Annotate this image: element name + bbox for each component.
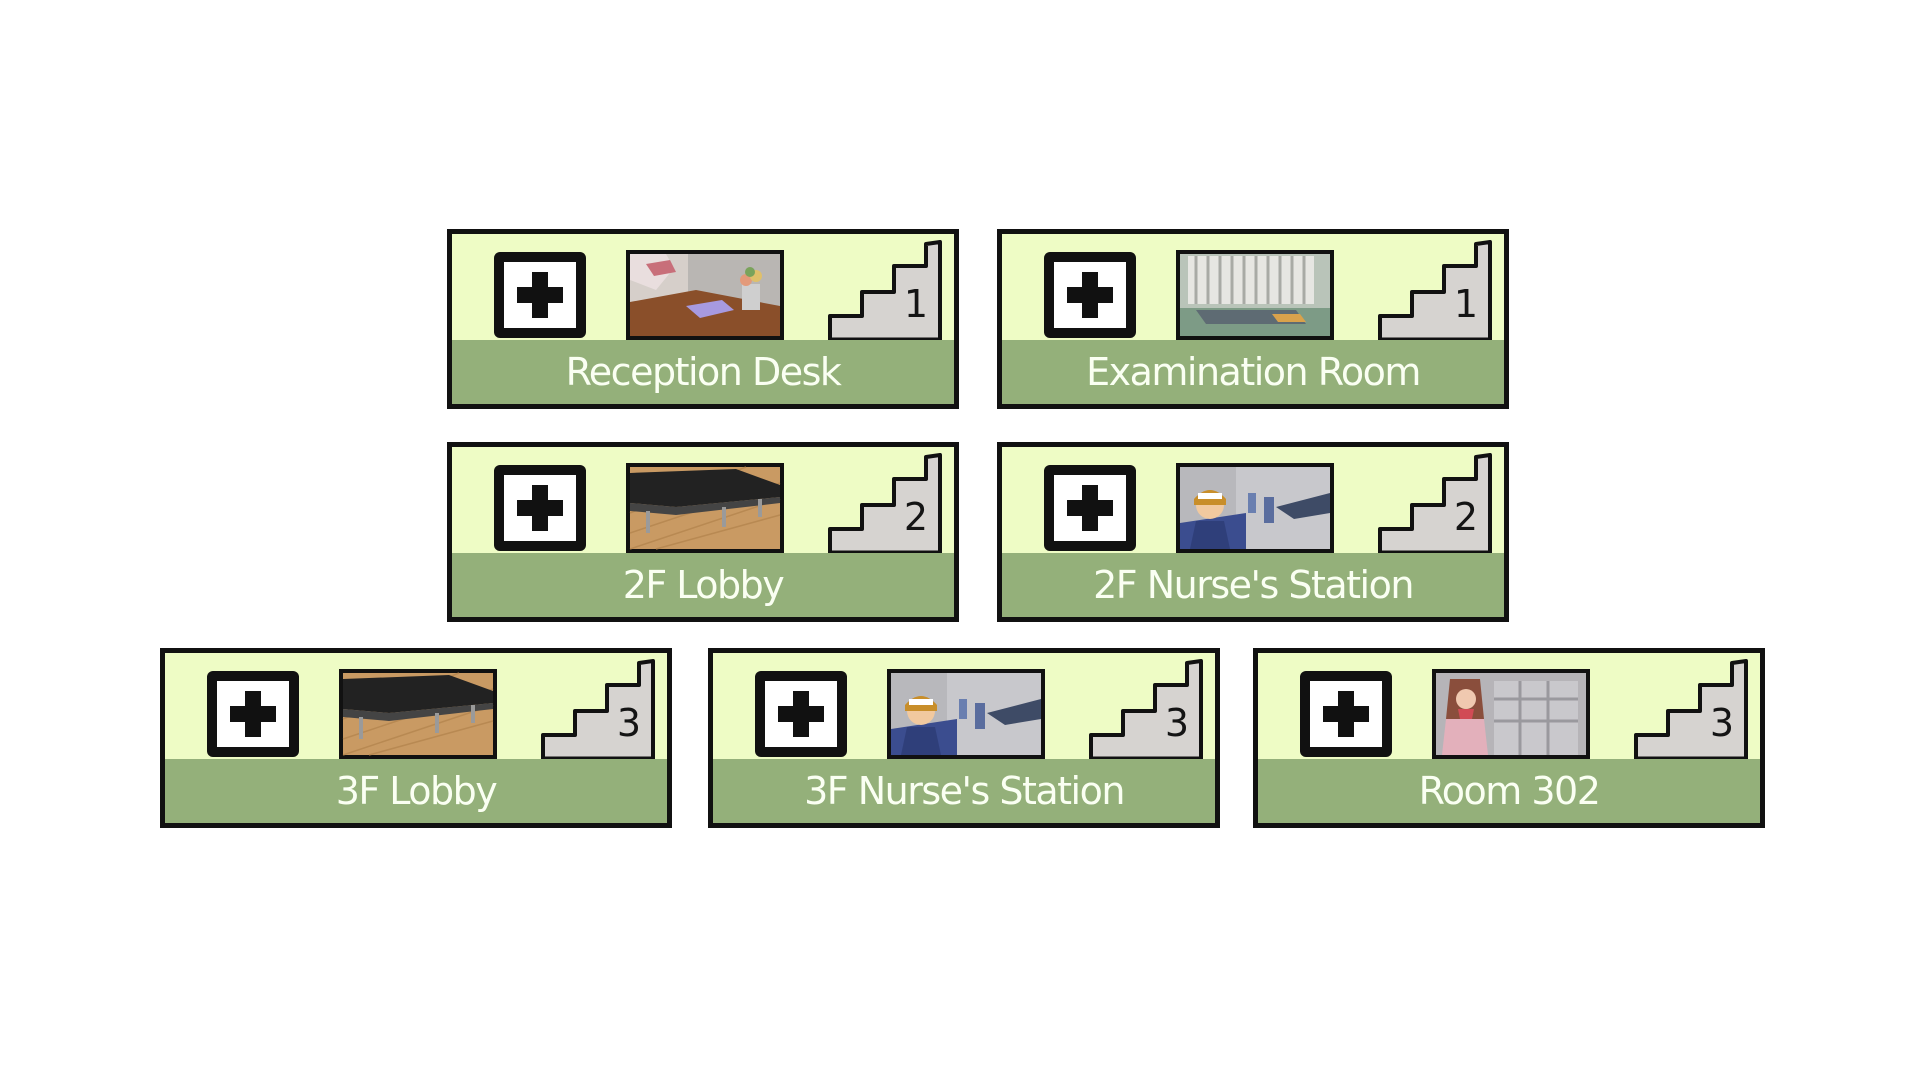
label-band: [1258, 759, 1760, 823]
label-band: [1002, 340, 1504, 404]
medical-cross-icon: [205, 669, 301, 759]
label-band: [452, 340, 954, 404]
floor-number: 3: [616, 701, 642, 745]
label-band: [452, 553, 954, 617]
lobby-bench-thumbnail: [626, 463, 784, 553]
floor-number: 2: [903, 495, 929, 539]
floor-number: 1: [903, 282, 929, 326]
medical-cross-icon: [492, 250, 588, 340]
lobby-bench-thumbnail: [339, 669, 497, 759]
room-302-thumbnail: [1432, 669, 1590, 759]
floor-number: 2: [1453, 495, 1479, 539]
label-band: [713, 759, 1215, 823]
location-label: Room 302: [1418, 769, 1601, 813]
medical-cross-icon: [1042, 250, 1138, 340]
nurse-station-thumbnail: [1176, 463, 1334, 553]
location-card-reception-desk[interactable]: 1 Reception Desk: [447, 229, 959, 409]
location-label: 2F Lobby: [622, 563, 785, 607]
medical-cross-icon: [492, 463, 588, 553]
label-band: [1002, 553, 1504, 617]
location-label: Examination Room: [1086, 350, 1421, 394]
location-card-examination-room[interactable]: 1 Examination Room: [997, 229, 1509, 409]
examination-room-thumbnail: [1176, 250, 1334, 340]
location-card-2f-nurses-station[interactable]: 2 2F Nurse's Station: [997, 442, 1509, 622]
location-card-room-302[interactable]: 3 Room 302: [1253, 648, 1765, 828]
medical-cross-icon: [753, 669, 849, 759]
floor-number: 3: [1164, 701, 1190, 745]
label-band: [165, 759, 667, 823]
location-label: 3F Lobby: [335, 769, 498, 813]
location-label: 3F Nurse's Station: [804, 769, 1125, 813]
location-card-3f-nurses-station[interactable]: 3 3F Nurse's Station: [708, 648, 1220, 828]
location-label: Reception Desk: [565, 350, 842, 394]
medical-cross-icon: [1298, 669, 1394, 759]
location-card-2f-lobby[interactable]: 2 2F Lobby: [447, 442, 959, 622]
floor-number: 1: [1453, 282, 1479, 326]
location-label: 2F Nurse's Station: [1093, 563, 1414, 607]
medical-cross-icon: [1042, 463, 1138, 553]
floor-number: 3: [1709, 701, 1735, 745]
location-card-3f-lobby[interactable]: 3 3F Lobby: [160, 648, 672, 828]
reception-desk-thumbnail: [626, 250, 784, 340]
nurse-station-thumbnail: [887, 669, 1045, 759]
